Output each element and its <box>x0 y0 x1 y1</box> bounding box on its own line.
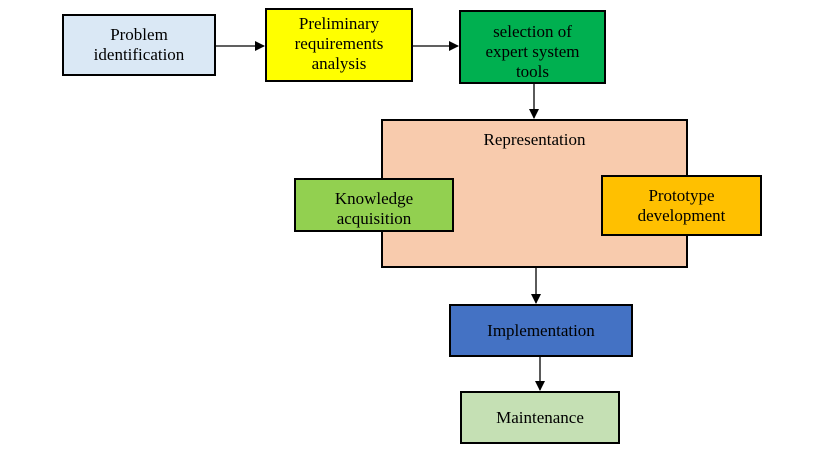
implementation-box: Implementation <box>449 304 633 357</box>
prototype-development-label: Prototype development <box>637 185 726 225</box>
implementation-label: Implementation <box>487 320 595 340</box>
knowledge-acquisition-label: Knowledge acquisition <box>334 189 414 228</box>
preliminary-requirements-box: Preliminary requirements analysis <box>265 8 413 82</box>
preliminary-requirements-label: Preliminary requirements analysis <box>294 14 384 73</box>
prototype-development-box: Prototype development <box>601 175 762 236</box>
maintenance-label: Maintenance <box>496 407 584 427</box>
maintenance-box: Maintenance <box>460 391 620 444</box>
problem-identification-box: Problem identification <box>62 14 216 76</box>
problem-identification-label: Problem identification <box>93 25 185 64</box>
selection-tools-box: selection of expert system tools <box>459 10 606 84</box>
knowledge-acquisition-box: Knowledge acquisition <box>294 178 454 232</box>
representation-label: Representation <box>483 130 586 149</box>
selection-tools-label: selection of expert system tools <box>485 22 580 81</box>
